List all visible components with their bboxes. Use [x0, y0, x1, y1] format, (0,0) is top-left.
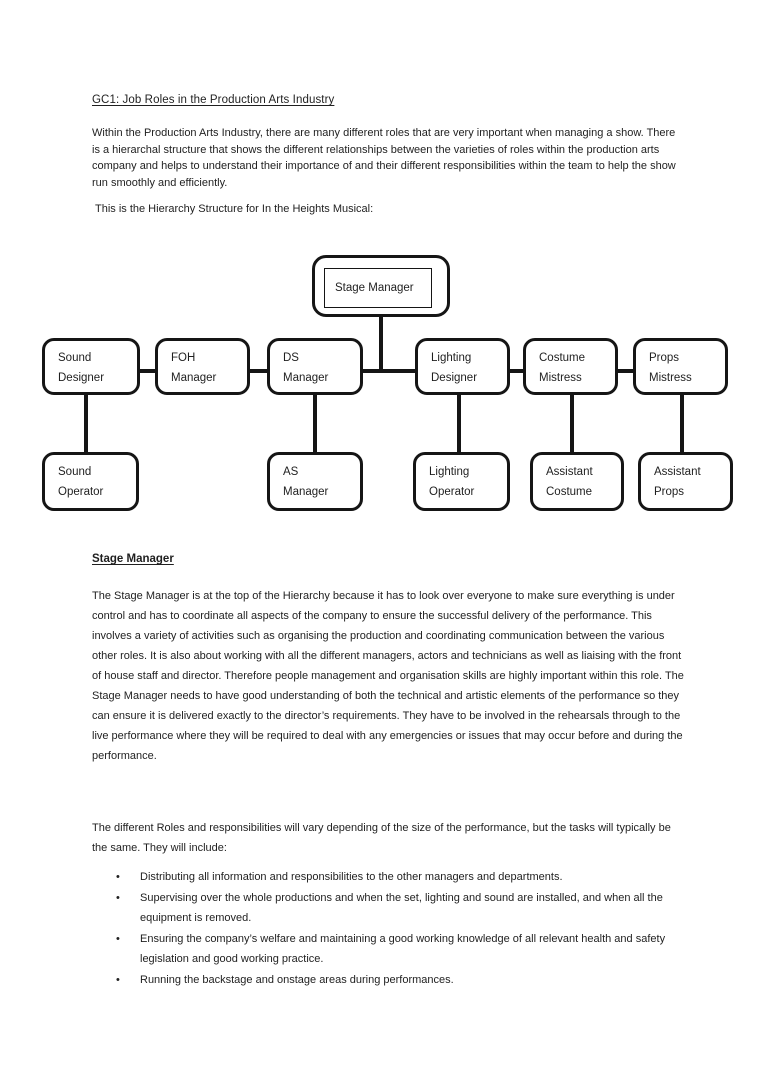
org-node-label: Mistress [649, 372, 692, 384]
org-node-label: Mistress [539, 372, 582, 384]
org-node-label: Sound [58, 352, 92, 364]
org-node-label: Assistant [546, 466, 593, 478]
org-node-label: Operator [429, 486, 475, 498]
org-node-assistant-costume: Assistant Costume [530, 452, 624, 511]
connector-v-lighting [457, 393, 461, 454]
diagram-caption: This is the Hierarchy Structure for In t… [95, 203, 374, 215]
tasks-intro-paragraph: The different Roles and responsibilities… [92, 822, 671, 854]
org-node-sound-operator: Sound Operator [42, 452, 139, 511]
connector-v-costume [570, 393, 574, 454]
org-node-label: AS [283, 466, 299, 478]
section-heading: Stage Manager [92, 553, 174, 565]
org-node-stage-manager-inner-box: Stage Manager [324, 268, 432, 308]
org-node-ds-manager: DS Manager [267, 338, 363, 395]
org-node-label: Manager [283, 372, 329, 384]
org-node-assistant-props: Assistant Props [638, 452, 733, 511]
task-item: Distributing all information and respons… [115, 867, 673, 888]
intro-paragraph: Within the Production Arts Industry, the… [92, 127, 676, 189]
org-node-costume-mistress: Costume Mistress [523, 338, 618, 395]
org-node-label: Operator [58, 486, 104, 498]
task-item: Supervising over the whole productions a… [115, 888, 673, 929]
org-node-label: DS [283, 352, 299, 364]
connector-h-costume-props [616, 369, 635, 373]
org-node-label: Manager [283, 486, 329, 498]
org-node-label: Costume [539, 352, 586, 364]
org-node-label: Lighting [431, 352, 472, 364]
page-title: GC1: Job Roles in the Production Arts In… [92, 94, 335, 106]
task-item: Ensuring the company’s welfare and maint… [115, 929, 673, 970]
org-node-label: Lighting [429, 466, 470, 478]
org-node-label: Costume [546, 486, 593, 498]
connector-v-sound [84, 393, 88, 454]
org-node-label: Assistant [654, 466, 701, 478]
connector-h-sound-foh [138, 369, 157, 373]
org-node-label: Manager [171, 372, 217, 384]
org-node-props-mistress: Props Mistress [633, 338, 728, 395]
org-node-sound-designer: Sound Designer [42, 338, 140, 395]
org-node-label: Props [654, 486, 685, 498]
connector-v-props [680, 393, 684, 454]
org-node-label: Designer [58, 372, 105, 384]
connector-h-ds-lighting [361, 369, 417, 373]
org-node-stage-manager: Stage Manager [312, 255, 450, 317]
org-node-lighting-operator: Lighting Operator [413, 452, 510, 511]
connector-root-stem [379, 316, 383, 373]
org-node-foh-manager: FOH Manager [155, 338, 250, 395]
org-node-label: Designer [431, 372, 478, 384]
org-node-label: Sound [58, 466, 92, 478]
section-body-paragraph: The Stage Manager is at the top of the H… [92, 590, 684, 762]
org-node-label: FOH [171, 352, 196, 364]
org-node-as-manager: AS Manager [267, 452, 363, 511]
connector-h-foh-ds [248, 369, 269, 373]
org-node-label: Stage Manager [335, 282, 414, 294]
hierarchy-diagram: Stage Manager Sound Designer FOH Manager… [0, 253, 768, 517]
org-node-label: Props [649, 352, 680, 364]
connector-h-lighting-costume [508, 369, 525, 373]
org-node-lighting-designer: Lighting Designer [415, 338, 510, 395]
task-list: Distributing all information and respons… [115, 867, 673, 990]
task-item: Running the backstage and onstage areas … [115, 970, 673, 991]
connector-v-ds [313, 393, 317, 454]
